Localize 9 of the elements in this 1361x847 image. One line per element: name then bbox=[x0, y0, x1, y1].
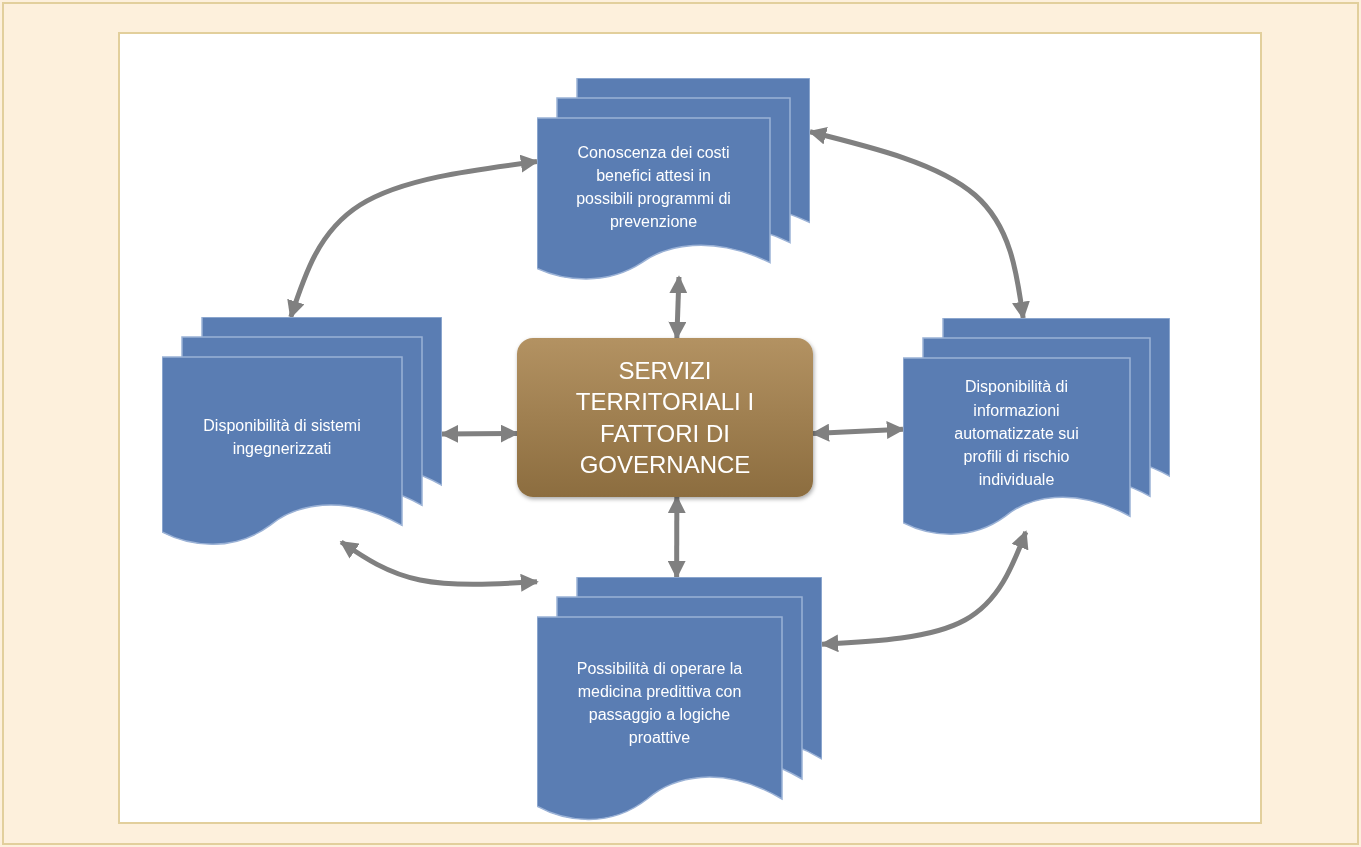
document-text: Disponibilità di informazioni automatizzate sui profili di rischio individuale bbox=[953, 377, 1080, 491]
document-text: Possibilità di operare la medicina predittiva con passaggio a logiche proattive bbox=[575, 658, 744, 749]
central-box bbox=[517, 338, 813, 497]
double-arrow bbox=[668, 275, 688, 340]
double-arrow bbox=[667, 495, 686, 579]
document-text: Disponibilità di sistemi ingegnerizzati bbox=[202, 415, 362, 459]
double-arrow bbox=[339, 539, 539, 592]
box-title: SERVIZI TERRITORIALI I FATTORI DI GOVERNANCE bbox=[574, 356, 756, 480]
document-text: Conoscenza dei costi benefici attesi in possibili programmi di prevenzione bbox=[575, 142, 732, 233]
